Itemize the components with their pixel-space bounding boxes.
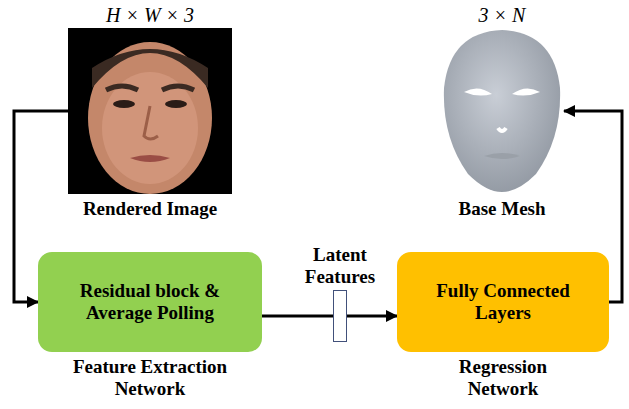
dimension-label: H × W × 3: [68, 2, 232, 28]
process-box: Fully Connected LayersRegression Network: [397, 252, 609, 400]
process-box: Residual block & Average PollingFeature …: [38, 252, 262, 400]
node-label: Base Mesh: [440, 198, 564, 220]
node-label: Fully Connected Layers: [418, 280, 588, 324]
feature-vector: Latent Features: [297, 244, 383, 342]
face-photo: [68, 28, 232, 194]
image-panel: H × W × 3 Rendered Image: [68, 2, 232, 220]
node-label: Residual block & Average Polling: [50, 280, 250, 324]
flow-arrow: [347, 315, 397, 318]
node-label: Regression Network: [443, 356, 563, 400]
flow-arrow: [262, 315, 333, 318]
node-label: Latent Features: [300, 244, 380, 288]
node-label: Rendered Image: [68, 198, 232, 220]
picture-frame: [68, 28, 232, 194]
rounded-box: Fully Connected Layers: [397, 252, 609, 352]
dimension-label: 3 × N: [440, 2, 564, 28]
image-panel: 3 × N Base Mesh: [440, 2, 564, 220]
rounded-box: Residual block & Average Polling: [38, 252, 262, 352]
picture-frame: [440, 28, 564, 194]
node-label: Feature Extraction Network: [55, 356, 245, 400]
vector-bar: [333, 290, 347, 342]
mesh-render: [440, 28, 564, 194]
